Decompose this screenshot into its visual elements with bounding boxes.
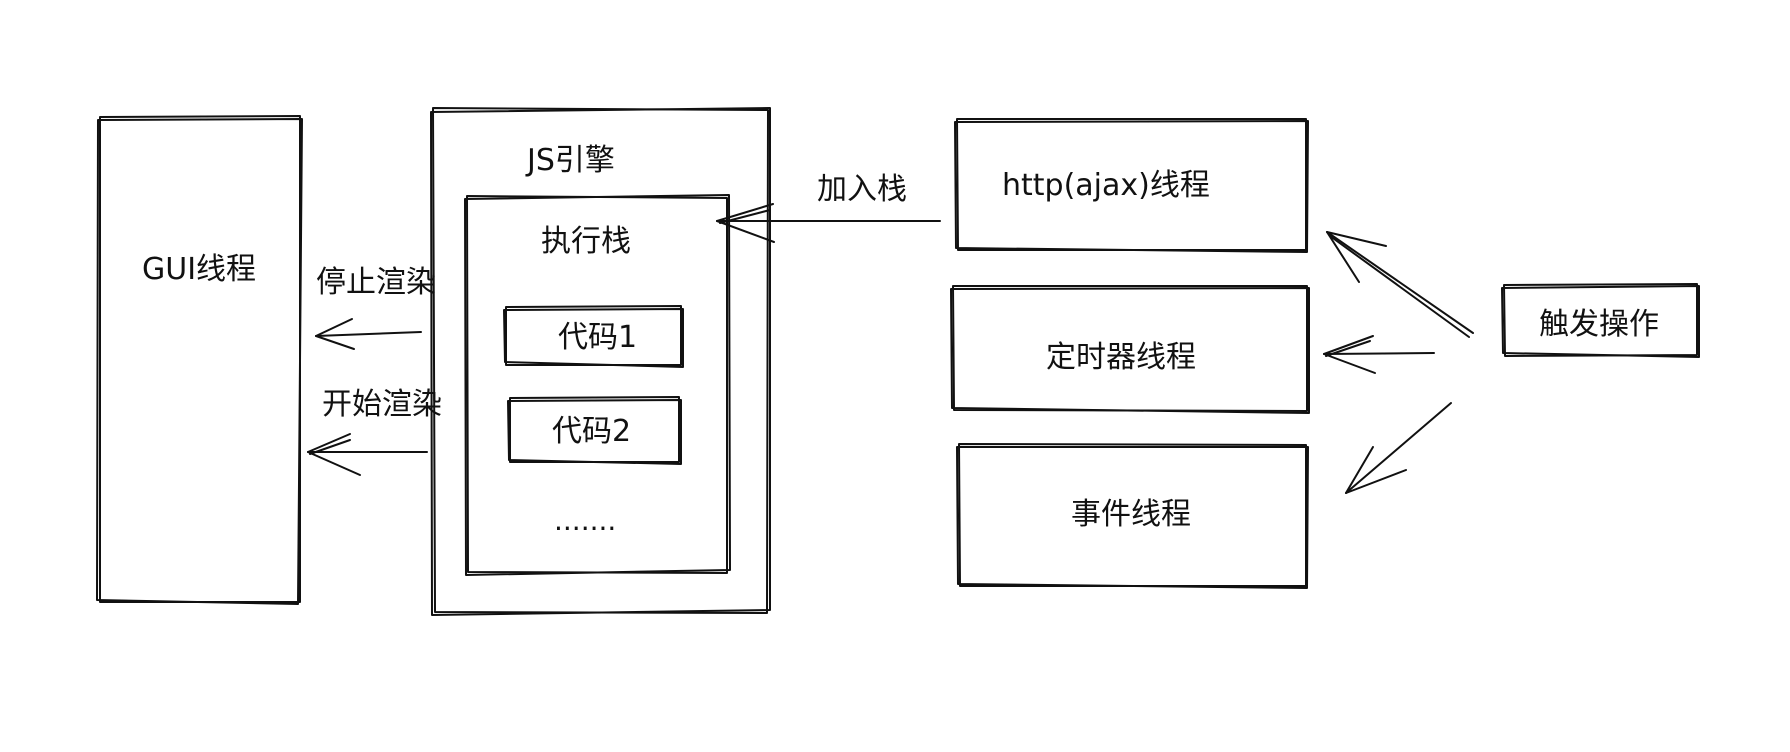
stop-render-arrow [315, 318, 422, 350]
code-1-label: 代码1 [558, 320, 638, 355]
exec-stack-label: 执行栈 [541, 224, 631, 259]
exec-stack-ellipsis: ....... [554, 504, 617, 537]
trigger-to-http-arrow [1326, 231, 1474, 338]
timer-thread-box [950, 285, 1310, 414]
start-render-arrow [307, 433, 428, 476]
push-stack-label: 加入栈 [817, 172, 907, 207]
timer-thread-label: 定时器线程 [1046, 340, 1196, 375]
trigger-to-event-arrow [1345, 402, 1452, 494]
code-2-box [507, 396, 682, 465]
code-1-box [503, 305, 684, 368]
start-render-label: 开始渲染 [322, 387, 442, 422]
trigger-box [1501, 283, 1700, 358]
gui-thread-label: GUI线程 [142, 252, 257, 287]
event-thread-label: 事件线程 [1071, 497, 1191, 532]
js-engine-label: JS引擎 [527, 143, 615, 178]
js-engine-box [430, 107, 771, 616]
http-thread-label: http(ajax)线程 [1002, 168, 1210, 203]
gui-thread-box [96, 115, 303, 605]
push-arrow [716, 203, 941, 243]
trigger-to-timer-arrow [1323, 335, 1435, 374]
code-2-label: 代码2 [552, 414, 632, 449]
event-thread-box [956, 443, 1309, 589]
trigger-label: 触发操作 [1539, 307, 1659, 342]
exec-stack-box [464, 194, 731, 576]
stop-render-label: 停止渲染 [316, 265, 436, 300]
http-thread-box [954, 118, 1309, 253]
